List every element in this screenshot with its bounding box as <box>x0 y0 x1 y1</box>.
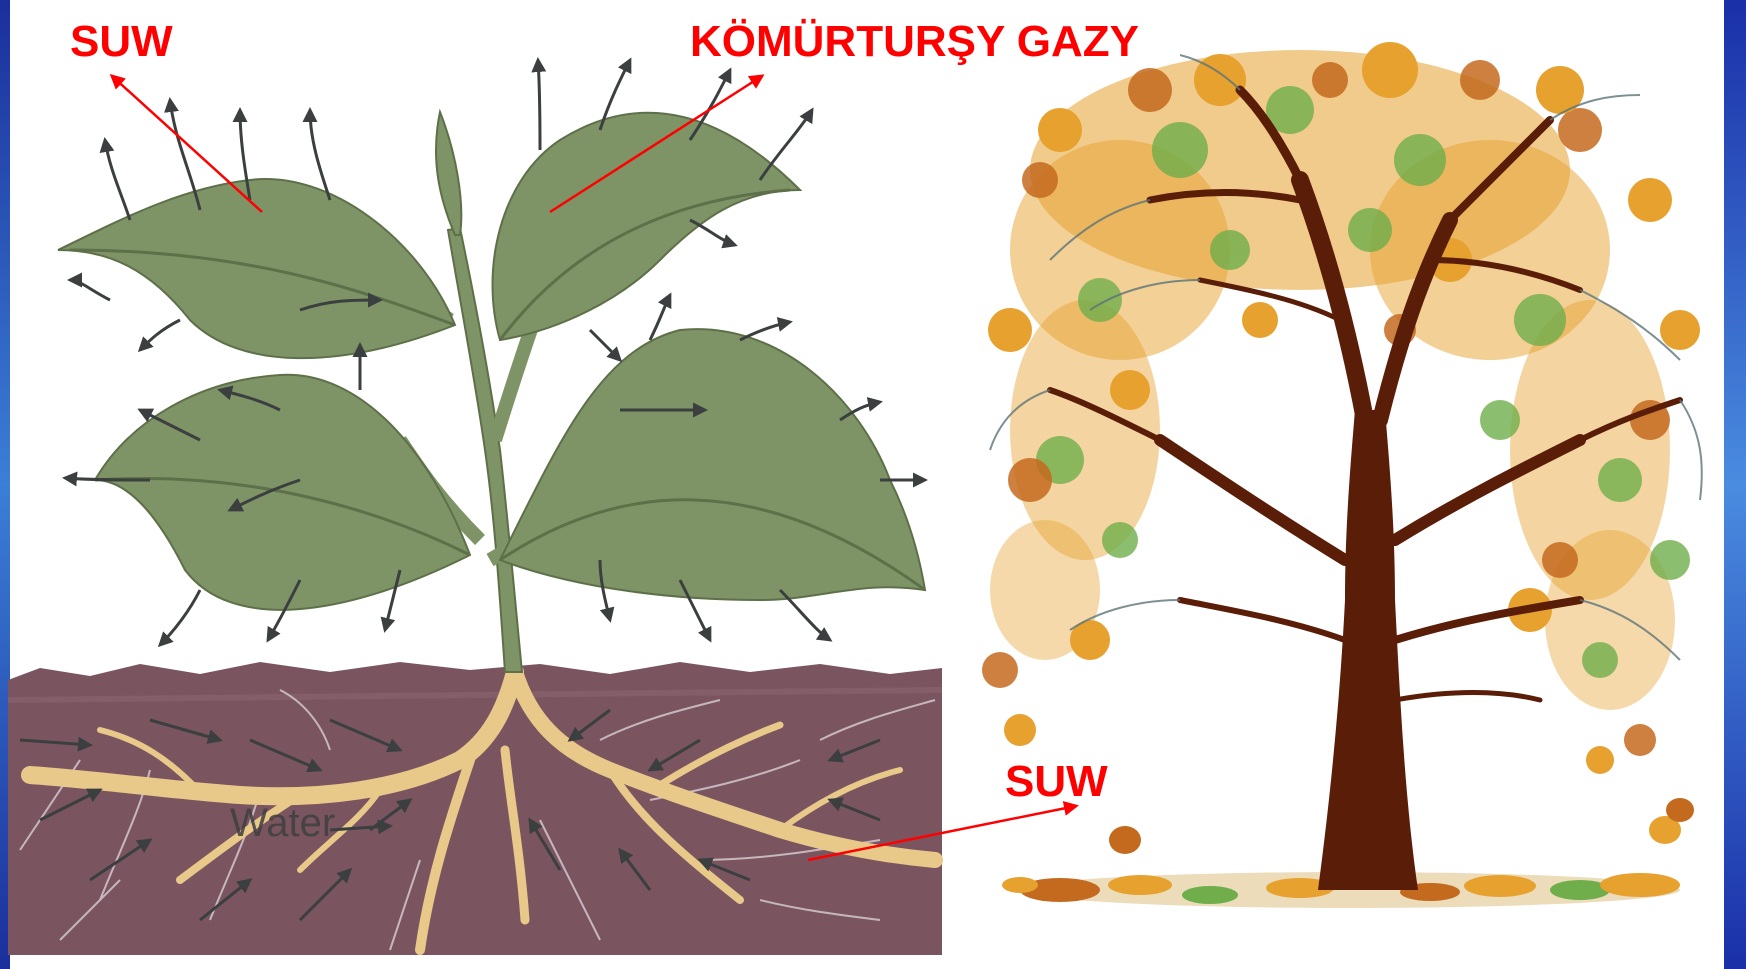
root-water-annotation: Water <box>230 801 335 845</box>
label-water-roots: SUW <box>1005 760 1108 804</box>
leaf-lower-left <box>95 375 470 610</box>
label-carbon-dioxide: KÖMÜRTURŞY GAZY <box>690 20 1139 64</box>
arrow-water-top <box>112 76 262 212</box>
plant-diagram: Water <box>8 60 942 955</box>
leaf-lower-right <box>500 329 925 600</box>
soil <box>8 662 942 955</box>
label-water-leaves: SUW <box>70 20 173 64</box>
